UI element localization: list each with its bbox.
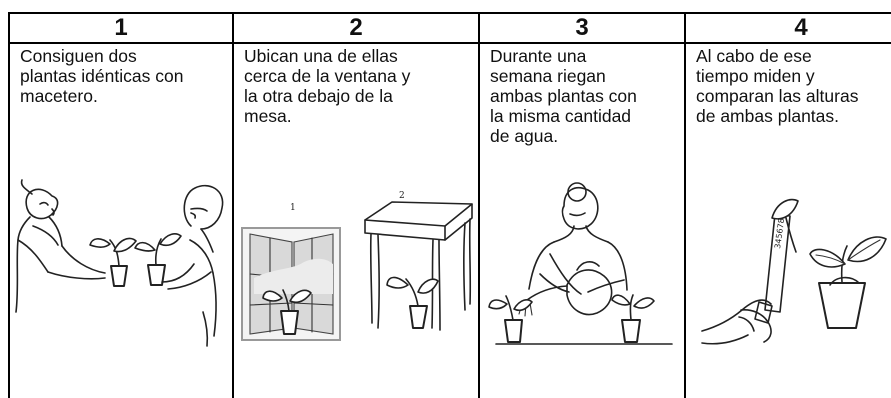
step-number-3: 3 bbox=[480, 14, 684, 44]
step-2-line-4: mesa. bbox=[244, 106, 292, 126]
step-column-3: 3 Durante una semana riegan ambas planta… bbox=[480, 14, 686, 398]
step-4-line-4: de ambas plantas. bbox=[696, 106, 840, 126]
step-text-3: Durante una semana riegan ambas plantas … bbox=[480, 44, 684, 146]
step-3-line-2: semana riegan bbox=[490, 66, 606, 86]
step-1-line-1: Consiguen dos bbox=[20, 46, 137, 66]
step-4-line-2: tiempo miden y bbox=[696, 66, 815, 86]
step-text-2: Ubican una de ellas cerca de la ventana … bbox=[234, 44, 478, 126]
step-3-line-1: Durante una bbox=[490, 46, 587, 66]
step-number-2: 2 bbox=[234, 14, 478, 44]
step-column-4: 4 Al cabo de ese tiempo miden y comparan… bbox=[686, 14, 891, 398]
step-text-4: Al cabo de ese tiempo miden y comparan l… bbox=[686, 44, 891, 126]
step-number-1: 1 bbox=[10, 14, 232, 44]
measuring-svg: 3456789 bbox=[701, 198, 887, 345]
step-4-line-3: comparan las alturas bbox=[696, 86, 859, 106]
measuring-plant-illustration: 3456789 bbox=[686, 178, 891, 358]
step-3-line-3: ambas plantas con bbox=[490, 86, 637, 106]
step-2-line-2: cerca de la ventana y bbox=[244, 66, 411, 86]
step-1-line-2: plantas idénticas con bbox=[20, 66, 184, 86]
step-2-line-3: la otra debajo de la bbox=[244, 86, 393, 106]
people-plants-svg bbox=[15, 179, 224, 347]
watering-svg bbox=[488, 182, 673, 345]
steps-table: 1 Consiguen dos plantas idénticas con ma… bbox=[8, 12, 891, 398]
step-column-2: 2 Ubican una de ellas cerca de la ventan… bbox=[234, 14, 480, 398]
watering-plants-illustration bbox=[480, 178, 684, 358]
step-2-line-1: Ubican una de ellas bbox=[244, 46, 398, 66]
step-4-line-1: Al cabo de ese bbox=[696, 46, 812, 66]
step-1-line-3: macetero. bbox=[20, 86, 98, 106]
step-3-line-4: la misma cantidad bbox=[490, 106, 632, 126]
step-text-1: Consiguen dos plantas idénticas con mace… bbox=[10, 44, 232, 106]
people-exchanging-plants-illustration bbox=[10, 178, 232, 358]
step-column-1: 1 Consiguen dos plantas idénticas con ma… bbox=[10, 14, 234, 398]
window-table-illustration: 1 2 bbox=[234, 178, 478, 358]
step-3-line-5: de agua. bbox=[490, 126, 559, 146]
step-number-4: 4 bbox=[686, 14, 891, 44]
window-table-svg: 1 2 bbox=[241, 191, 473, 341]
window-label: 1 bbox=[290, 203, 296, 213]
table-label: 2 bbox=[399, 191, 405, 201]
